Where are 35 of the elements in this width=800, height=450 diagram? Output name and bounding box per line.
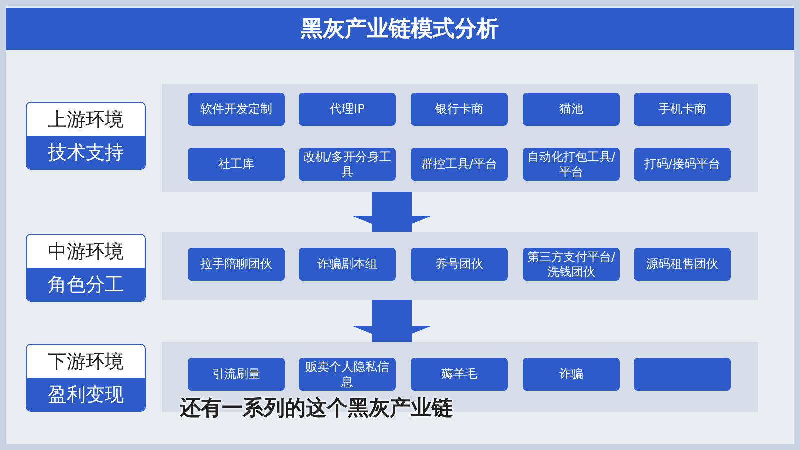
panel-band: [162, 232, 758, 300]
down-arrow: [352, 300, 432, 342]
stage-label-box: [26, 344, 146, 412]
item-box: 代理IP: [299, 93, 396, 126]
item-box: 改机/多开分身工具: [299, 148, 396, 181]
stage-subheading: 盈利变现: [27, 378, 145, 411]
item-box: 贩卖个人隐私信息: [299, 358, 396, 391]
down-arrow: [352, 192, 432, 232]
item-box: 诈骗: [523, 358, 620, 391]
stage-heading: 上游环境: [47, 108, 125, 132]
item-box: 猫池: [523, 93, 620, 126]
item-box: 软件开发定制: [188, 93, 285, 126]
item-box: [634, 358, 731, 391]
stage-subheading: 技术支持: [27, 136, 145, 169]
item-box: 打码/接码平台: [634, 148, 731, 181]
item-box: 自动化打包工具/平台: [523, 148, 620, 181]
stage-label-box: [26, 234, 146, 302]
item-box: 群控工具/平台: [411, 148, 508, 181]
item-box: 第三方支付平台/洗钱团伙: [523, 248, 620, 281]
item-box: 拉手陪聊团伙: [188, 248, 285, 281]
item-box: 手机卡商: [634, 93, 731, 126]
stage-heading: 中游环境: [47, 240, 125, 264]
stage-subheading: 角色分工: [27, 268, 145, 301]
subtitle-text: 还有一系列的这个黑灰产业链: [180, 395, 453, 422]
item-box: 诈骗剧本组: [299, 248, 396, 281]
title-bar: 黑灰产业链模式分析: [6, 8, 794, 50]
item-box: 社工库: [188, 148, 285, 181]
item-box: 引流刷量: [188, 358, 285, 391]
stage-heading: 下游环境: [47, 350, 125, 374]
item-box: 薅羊毛: [411, 358, 508, 391]
stage-label-box: [26, 102, 146, 170]
item-box: 养号团伙: [411, 248, 508, 281]
item-box: 源码租售团伙: [634, 248, 731, 281]
item-box: 银行卡商: [411, 93, 508, 126]
panel-band: [162, 84, 758, 192]
